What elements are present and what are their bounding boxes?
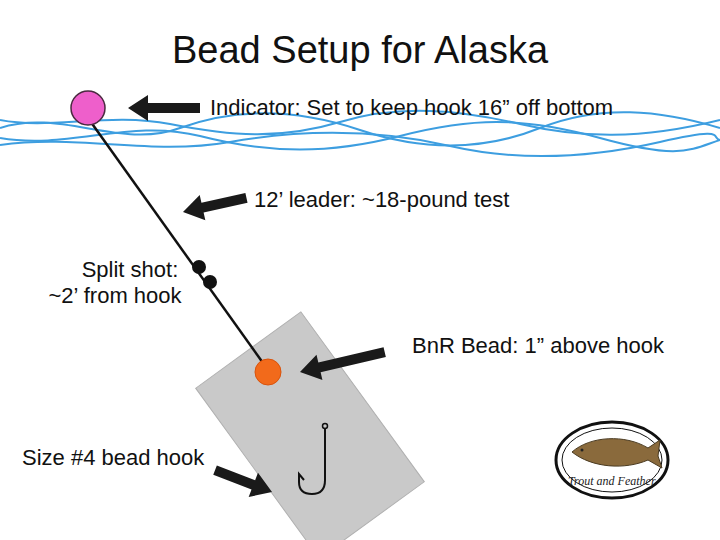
bead (255, 359, 281, 385)
split-shot (192, 260, 206, 274)
indicator-float (71, 91, 105, 125)
hook (299, 428, 325, 494)
callout-label: 12’ leader: ~18-pound test (254, 187, 509, 213)
callout-label: BnR Bead: 1” above hook (412, 333, 664, 359)
leader-line (88, 118, 268, 370)
callout-arrow (128, 95, 200, 121)
callout-arrow (180, 185, 249, 224)
hook-panel (196, 312, 425, 540)
diagram-title: Bead Setup for Alaska (172, 28, 548, 74)
split-shot (203, 275, 217, 289)
callout-arrow (297, 339, 388, 384)
callout-label: Split shot: ~2’ from hook (40, 257, 190, 310)
logo-text: Trout and Feather (568, 474, 656, 488)
logo (556, 422, 668, 498)
callout-label: Indicator: Set to keep hook 16” off bott… (210, 95, 613, 121)
callout-label: Size #4 bead hook (22, 445, 204, 471)
hook-eye (323, 424, 328, 429)
callout-arrow (210, 458, 276, 504)
